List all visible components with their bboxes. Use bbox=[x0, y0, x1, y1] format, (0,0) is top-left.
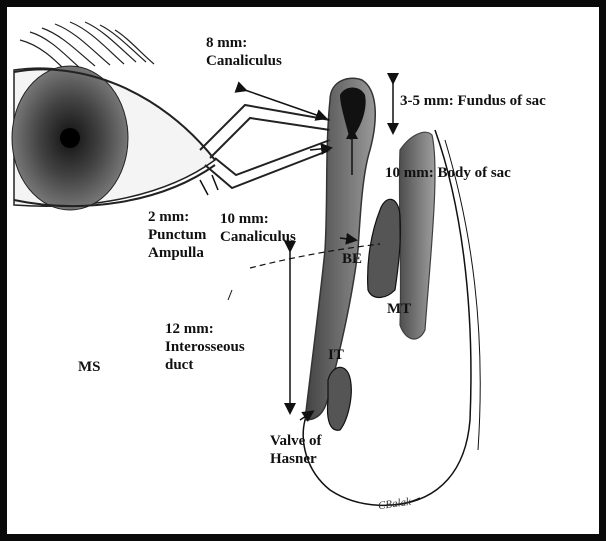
label-fundus: 3-5 mm: Fundus of sac bbox=[400, 92, 546, 110]
label-body-of-sac: 10 mm: Body of sac bbox=[385, 164, 511, 182]
label-canaliculus-8mm: 8 mm: Canaliculus bbox=[206, 34, 282, 70]
eyelashes bbox=[20, 22, 154, 70]
label-valve-of-hasner: Valve of Hasner bbox=[270, 432, 322, 468]
label-be: BE bbox=[342, 250, 362, 268]
eye bbox=[12, 66, 215, 210]
label-mt: MT bbox=[387, 300, 411, 318]
tick-mark bbox=[228, 290, 232, 300]
canaliculus-8-arrow bbox=[245, 90, 325, 118]
label-it: IT bbox=[328, 346, 344, 364]
label-interosseous-duct: 12 mm: Interosseous duct bbox=[165, 320, 245, 374]
label-punctum-ampulla: 2 mm: Punctum Ampulla bbox=[148, 208, 206, 262]
label-ms: MS bbox=[78, 358, 101, 376]
label-canaliculus-10mm: 10 mm: Canaliculus bbox=[220, 210, 296, 246]
punctum-ampulla-marker bbox=[200, 175, 218, 195]
canaliculi bbox=[200, 105, 330, 188]
